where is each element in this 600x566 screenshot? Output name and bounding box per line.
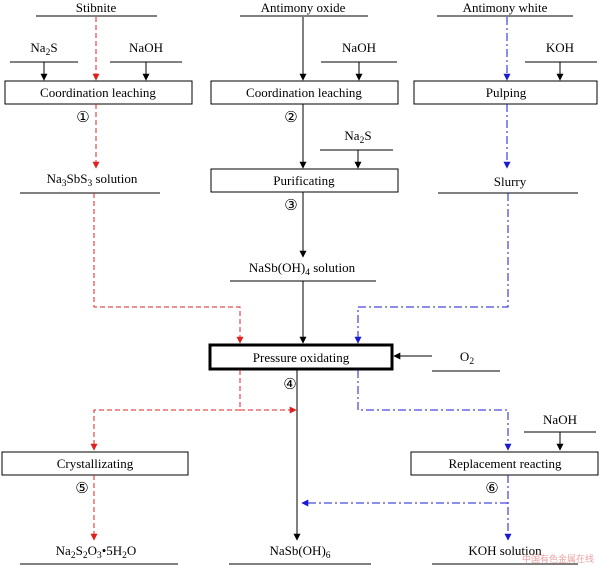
coordination-leaching-box-2 (210, 80, 399, 105)
step-2-marker: ② (284, 108, 297, 126)
purificating-box (210, 168, 399, 193)
crystallizating-label: Crystallizating (57, 456, 134, 471)
nasboh4-solution-label: NaSb(OH)4 solution (249, 260, 356, 278)
antimony-oxide-label: Antimony oxide (261, 0, 346, 15)
step-3-marker: ③ (284, 196, 297, 214)
naoh-label-3: NaOH (543, 412, 577, 427)
na2s2o3-product-label: Na2S2O3•5H2O (56, 543, 137, 561)
slurry-label: Slurry (494, 174, 527, 189)
coordination-leaching-label-1: Coordination leaching (40, 85, 156, 100)
naoh-label-2: NaOH (342, 40, 376, 55)
replacement-reacting-box (410, 451, 599, 476)
nasboh6-product-label: NaSb(OH)6 (269, 543, 330, 561)
o2-label: O2 (460, 349, 474, 367)
na3sbs3-to-oxidation-arrow (93, 193, 244, 344)
coordination-leaching-label-2: Coordination leaching (246, 85, 362, 100)
pulping-box (413, 80, 598, 105)
pulping-label: Pulping (486, 85, 527, 100)
pressure-oxidating-box (208, 343, 394, 371)
koh-label: KOH (546, 40, 574, 55)
stibnite-label: Stibnite (76, 0, 117, 15)
step-6-marker: ⑥ (485, 479, 498, 497)
antimony-white-label: Antimony white (463, 0, 548, 15)
crystallizating-box (1, 451, 189, 476)
na2s-label-2: Na2S (344, 128, 371, 146)
coordination-leaching-box-1 (4, 80, 193, 105)
na2s-label-1: Na2S (30, 40, 57, 58)
slurry-to-oxidation-arrow (354, 193, 509, 344)
oxidation-to-replacement-arrow (357, 370, 512, 451)
step-4-marker: ④ (283, 375, 296, 393)
watermark: 中国有色金属在线 (522, 553, 594, 565)
replacement-reacting-label: Replacement reacting (449, 456, 562, 471)
purificating-label: Purificating (273, 173, 335, 188)
pressure-oxidating-label: Pressure oxidating (253, 350, 350, 365)
naoh-label-1: NaOH (129, 40, 163, 55)
koh-solution-label: KOH solution (468, 543, 542, 558)
step-1-marker: ① (76, 108, 89, 126)
step-5-marker: ⑤ (75, 479, 88, 497)
na3sbs3-solution-label: Na3SbS3 solution (47, 171, 138, 189)
oxidation-to-crystallizating-arrow (90, 370, 241, 451)
